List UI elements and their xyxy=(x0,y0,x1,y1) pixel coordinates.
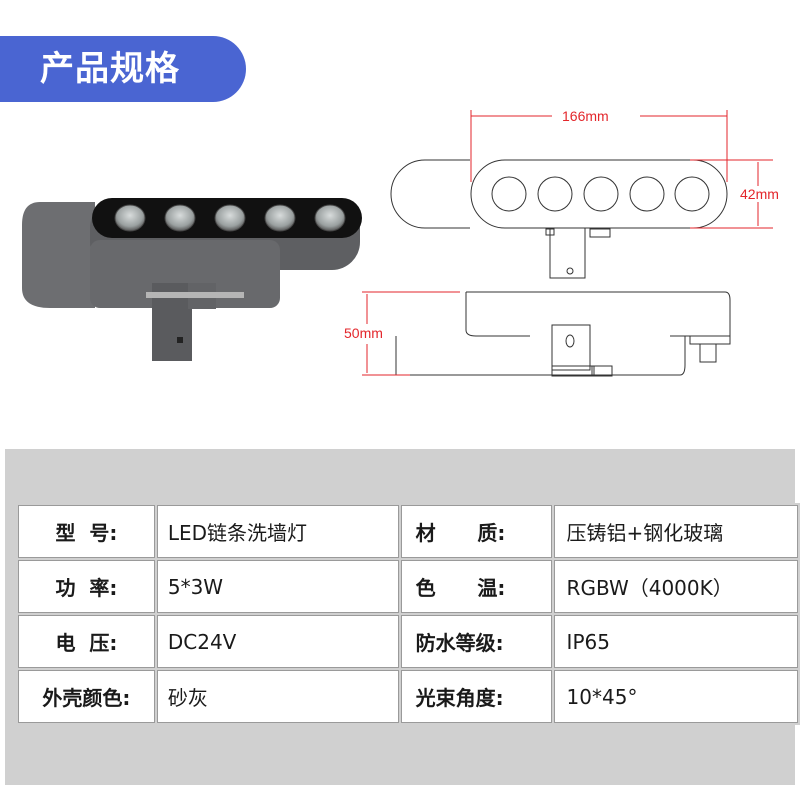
spec-value: LED链条洗墙灯 xyxy=(156,505,399,558)
table-row: 外壳颜色: 砂灰 光束角度: 10*45° xyxy=(18,670,798,723)
spec-value: IP65 xyxy=(553,615,798,668)
spec-label: 光束角度: xyxy=(400,670,552,723)
spec-label: 外壳颜色: xyxy=(18,670,155,723)
spec-table: 型 号: LED链条洗墙灯 材 质: 压铸铝+钢化玻璃 功 率: 5*3W 色 … xyxy=(16,503,800,725)
height-dimension: 50mm xyxy=(344,325,383,341)
spec-value: 10*45° xyxy=(553,670,798,723)
spec-value: DC24V xyxy=(156,615,399,668)
table-row: 型 号: LED链条洗墙灯 材 质: 压铸铝+钢化玻璃 xyxy=(18,505,798,558)
spec-label: 功 率: xyxy=(18,560,155,613)
spec-label: 防水等级: xyxy=(400,615,552,668)
spec-label: 色 温: xyxy=(400,560,552,613)
spec-value: 5*3W xyxy=(156,560,399,613)
section-header-banner xyxy=(0,36,246,102)
table-row: 功 率: 5*3W 色 温: RGBW（4000K） xyxy=(18,560,798,613)
product-photo xyxy=(22,198,362,361)
table-row: 电 压: DC24V 防水等级: IP65 xyxy=(18,615,798,668)
spec-value: 压铸铝+钢化玻璃 xyxy=(553,505,798,558)
dimension-drawing: 166mm 42mm 50mm xyxy=(344,108,779,377)
spec-value: 砂灰 xyxy=(156,670,399,723)
spec-label: 型 号: xyxy=(18,505,155,558)
section-title: 产品规格 xyxy=(40,49,180,89)
spec-value: RGBW（4000K） xyxy=(553,560,798,613)
length-dimension: 166mm xyxy=(562,108,609,124)
width-dimension: 42mm xyxy=(740,186,779,202)
spec-label: 电 压: xyxy=(18,615,155,668)
spec-label: 材 质: xyxy=(400,505,552,558)
